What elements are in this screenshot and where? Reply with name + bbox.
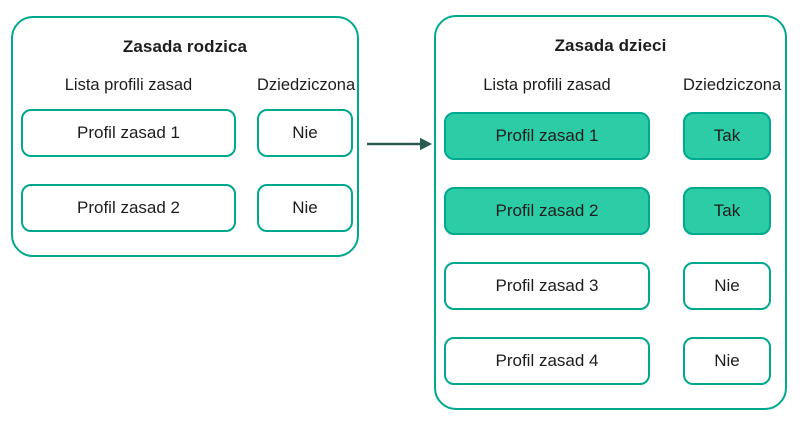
child-policy-panel: Zasada dzieci Lista profili zasad Dziedz… (434, 15, 787, 410)
table-row: Profil zasad 1 Nie (13, 109, 357, 157)
table-row: Profil zasad 2 Nie (13, 184, 357, 232)
inherited-cell: Nie (683, 337, 771, 385)
child-column-headers: Lista profili zasad Dziedziczona (436, 76, 785, 95)
parent-column-headers: Lista profili zasad Dziedziczona (13, 76, 357, 95)
inherited-cell: Nie (257, 184, 353, 232)
inherited-cell-inherited: Tak (683, 187, 771, 235)
profile-cell: Profil zasad 4 (444, 337, 650, 385)
inherited-cell-inherited: Tak (683, 112, 771, 160)
parent-inherited-column-header: Dziedziczona (257, 76, 356, 94)
parent-profiles-column-header: Lista profili zasad (64, 76, 193, 94)
child-inherited-column-header: Dziedziczona (683, 76, 782, 94)
profile-cell: Profil zasad 1 (21, 109, 236, 157)
profile-cell: Profil zasad 2 (21, 184, 236, 232)
inheritance-arrow-icon (367, 137, 432, 151)
profile-cell-inherited: Profil zasad 2 (444, 187, 650, 235)
parent-policy-panel: Zasada rodzica Lista profili zasad Dzied… (11, 16, 359, 257)
child-policy-title: Zasada dzieci (554, 36, 667, 55)
table-row: Profil zasad 3 Nie (436, 262, 785, 310)
profile-cell-inherited: Profil zasad 1 (444, 112, 650, 160)
table-row: Profil zasad 2 Tak (436, 187, 785, 235)
inherited-cell: Nie (257, 109, 353, 157)
parent-policy-title: Zasada rodzica (122, 37, 248, 56)
inherited-cell: Nie (683, 262, 771, 310)
child-profiles-column-header: Lista profili zasad (483, 76, 611, 94)
profile-cell: Profil zasad 3 (444, 262, 650, 310)
table-row: Profil zasad 4 Nie (436, 337, 785, 385)
table-row: Profil zasad 1 Tak (436, 112, 785, 160)
